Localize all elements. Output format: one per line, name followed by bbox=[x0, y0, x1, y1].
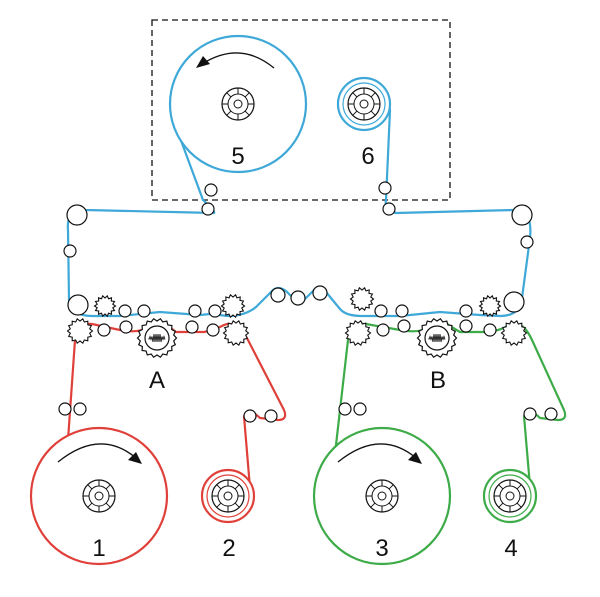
reel-1-hub-icon bbox=[82, 479, 116, 513]
reel-6-label: 6 bbox=[361, 143, 374, 170]
idler-roller bbox=[58, 402, 72, 416]
guide-roller bbox=[66, 204, 88, 226]
reel-1 bbox=[29, 426, 169, 566]
rotation-arrow-reel-5 bbox=[201, 52, 275, 69]
guide-roller bbox=[67, 294, 89, 316]
rotation-arrow-head-reel-1 bbox=[128, 452, 142, 464]
idler-roller bbox=[395, 304, 409, 318]
rotation-arrow-head-reel-3 bbox=[408, 452, 422, 464]
reel-4 bbox=[482, 468, 538, 524]
reel-1-label: 1 bbox=[92, 535, 105, 562]
idler-roller bbox=[382, 202, 396, 216]
idler-roller bbox=[353, 402, 367, 416]
reel-5-label: 5 bbox=[231, 143, 244, 170]
idler-roller bbox=[206, 323, 220, 337]
reel-6-hub-icon bbox=[347, 87, 381, 121]
idler-roller bbox=[312, 285, 328, 301]
idler-roller bbox=[397, 319, 411, 333]
idler-roller bbox=[459, 304, 473, 318]
idler-roller bbox=[119, 320, 133, 334]
idler-roller bbox=[374, 304, 388, 318]
idler-roller bbox=[73, 402, 87, 416]
reel-3-label: 3 bbox=[375, 535, 388, 562]
rotation-arrow-head-reel-5 bbox=[196, 56, 210, 68]
drive-drum-a-icon bbox=[136, 317, 178, 359]
reel-4-label: 4 bbox=[504, 535, 517, 562]
sprocket-roller bbox=[500, 319, 528, 347]
idler-roller bbox=[137, 304, 151, 318]
sprocket-roller bbox=[349, 286, 375, 312]
dashed-enclosure bbox=[151, 19, 451, 201]
idler-roller bbox=[459, 319, 473, 333]
idler-roller bbox=[63, 244, 77, 258]
sprocket-roller bbox=[344, 319, 372, 347]
sprocket-roller bbox=[222, 319, 250, 347]
idler-roller bbox=[523, 407, 537, 421]
sprocket-roller bbox=[220, 293, 246, 319]
reel-2 bbox=[200, 468, 256, 524]
reel-2-label: 2 bbox=[222, 535, 235, 562]
idler-roller bbox=[270, 287, 286, 303]
idler-roller bbox=[97, 323, 111, 337]
idler-roller bbox=[204, 183, 218, 197]
station-a-label: A bbox=[149, 367, 165, 394]
station-b-label: B bbox=[430, 367, 446, 394]
sprocket-roller bbox=[66, 317, 94, 345]
idler-roller bbox=[201, 202, 215, 216]
reel-5-hub-icon bbox=[221, 87, 255, 121]
idler-roller bbox=[544, 407, 558, 421]
rotation-arrow-reel-3 bbox=[337, 443, 417, 463]
reel-3-hub-icon bbox=[365, 479, 399, 513]
sprocket-roller bbox=[93, 294, 117, 318]
drive-drum-b-icon bbox=[416, 317, 458, 359]
reel-4-hub-icon bbox=[493, 479, 527, 513]
idler-roller bbox=[378, 181, 392, 195]
idler-roller bbox=[118, 304, 132, 318]
idler-roller bbox=[243, 409, 257, 423]
idler-roller bbox=[338, 402, 352, 416]
reel-2-hub-icon bbox=[211, 479, 245, 513]
idler-roller bbox=[188, 304, 202, 318]
idler-roller bbox=[290, 290, 306, 306]
idler-roller bbox=[520, 235, 534, 249]
idler-roller bbox=[483, 323, 497, 337]
reel-5 bbox=[168, 34, 308, 174]
idler-roller bbox=[185, 320, 199, 334]
rotation-arrow-reel-1 bbox=[57, 443, 137, 463]
idler-roller bbox=[264, 409, 278, 423]
idler-roller bbox=[208, 304, 222, 318]
guide-roller bbox=[503, 291, 525, 313]
idler-roller bbox=[376, 323, 390, 337]
guide-roller bbox=[511, 204, 533, 226]
sprocket-roller bbox=[478, 294, 502, 318]
reel-6 bbox=[336, 76, 392, 132]
